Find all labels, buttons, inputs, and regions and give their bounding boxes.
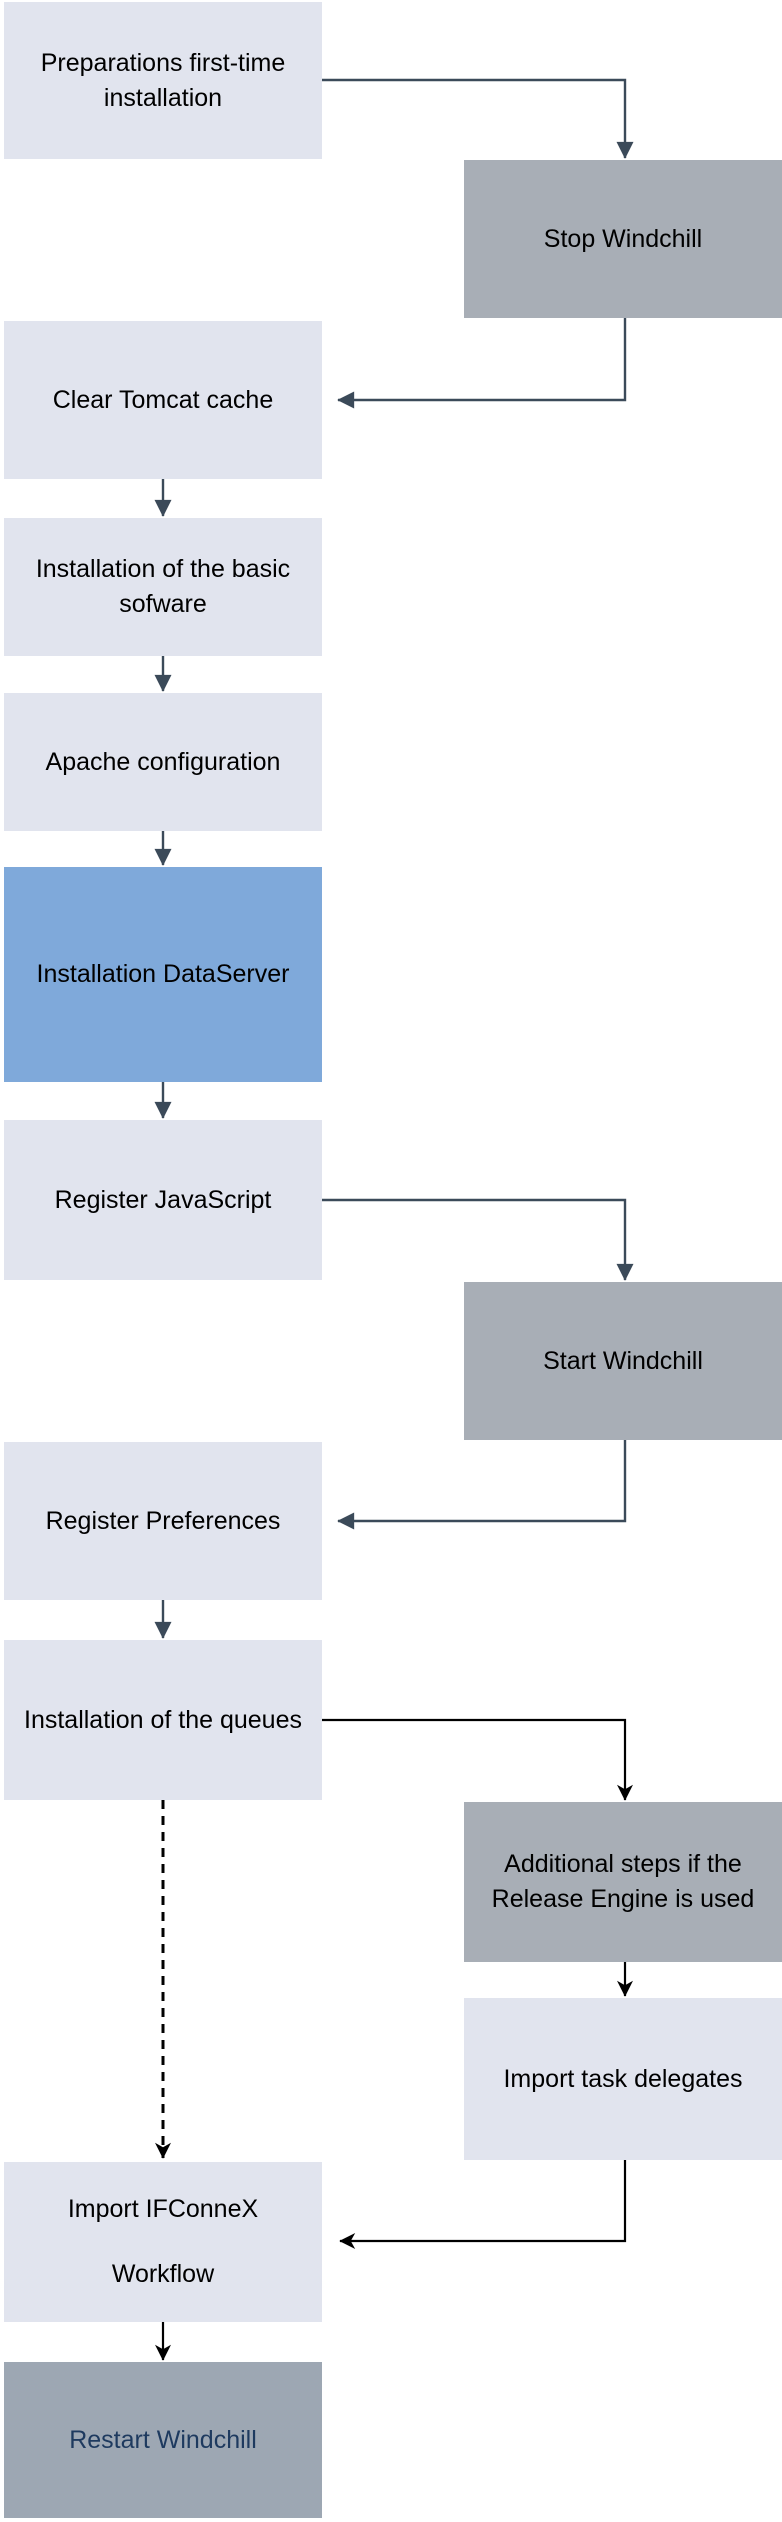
node-import-ifconnex-workflow-label: Import IFConneX Workflow: [67, 2195, 259, 2288]
connector-start-windchill-to-register-preferences: [337, 1440, 627, 1530]
node-clear-tomcat-cache-label: Clear Tomcat cache: [52, 385, 274, 414]
node-register-javascript-label: Register JavaScript: [54, 1185, 272, 1214]
node-installation-dataserver-label: Installation DataServer: [36, 960, 290, 988]
node-register-preferences-label: Register Preferences: [45, 1506, 281, 1535]
node-import-task-delegates-label: Import task delegates: [503, 2064, 743, 2093]
node-start-windchill-label: Start Windchill: [543, 1346, 703, 1375]
node-apache-configuration-label: Apache configuration: [45, 747, 281, 776]
connector-installation-queues-to-additional-steps: [322, 1718, 633, 1801]
node-stop-windchill: Stop Windchill: [464, 160, 782, 318]
node-register-preferences: Register Preferences: [4, 1442, 322, 1600]
node-basic-software-label: Installation of the basic sofware: [35, 555, 291, 618]
node-restart-windchill-label: Restart Windchill: [69, 2425, 257, 2454]
node-register-javascript: Register JavaScript: [4, 1120, 322, 1280]
connector-register-javascript-to-start-windchill: [322, 1198, 634, 1281]
connector-import-task-delegates-to-import-ifconnex: [339, 2160, 627, 2249]
node-restart-windchill: Restart Windchill: [4, 2362, 322, 2518]
node-import-ifconnex-workflow: Import IFConneX Workflow: [4, 2162, 322, 2322]
node-start-windchill: Start Windchill: [464, 1282, 782, 1440]
node-preparations: Preparations first-time installation: [4, 2, 322, 159]
connector-stop-windchill-to-clear-tomcat-cache: [337, 318, 627, 409]
node-clear-tomcat-cache: Clear Tomcat cache: [4, 321, 322, 479]
connector-preparations-to-stop-windchill: [322, 78, 634, 159]
node-additional-steps-release-engine-label: Additional steps if the Release Engine i…: [491, 1850, 755, 1913]
node-installation-queues: Installation of the queues: [4, 1640, 322, 1800]
node-basic-software: Installation of the basic sofware: [4, 518, 322, 656]
node-preparations-label: Preparations first-time installation: [40, 48, 286, 112]
node-stop-windchill-label: Stop Windchill: [543, 224, 703, 253]
node-additional-steps-release-engine: Additional steps if the Release Engine i…: [464, 1802, 782, 1962]
node-apache-configuration: Apache configuration: [4, 693, 322, 831]
node-import-task-delegates: Import task delegates: [464, 1998, 782, 2160]
node-installation-dataserver: Installation DataServer: [4, 867, 322, 1082]
node-installation-queues-label: Installation of the queues: [24, 1705, 302, 1734]
